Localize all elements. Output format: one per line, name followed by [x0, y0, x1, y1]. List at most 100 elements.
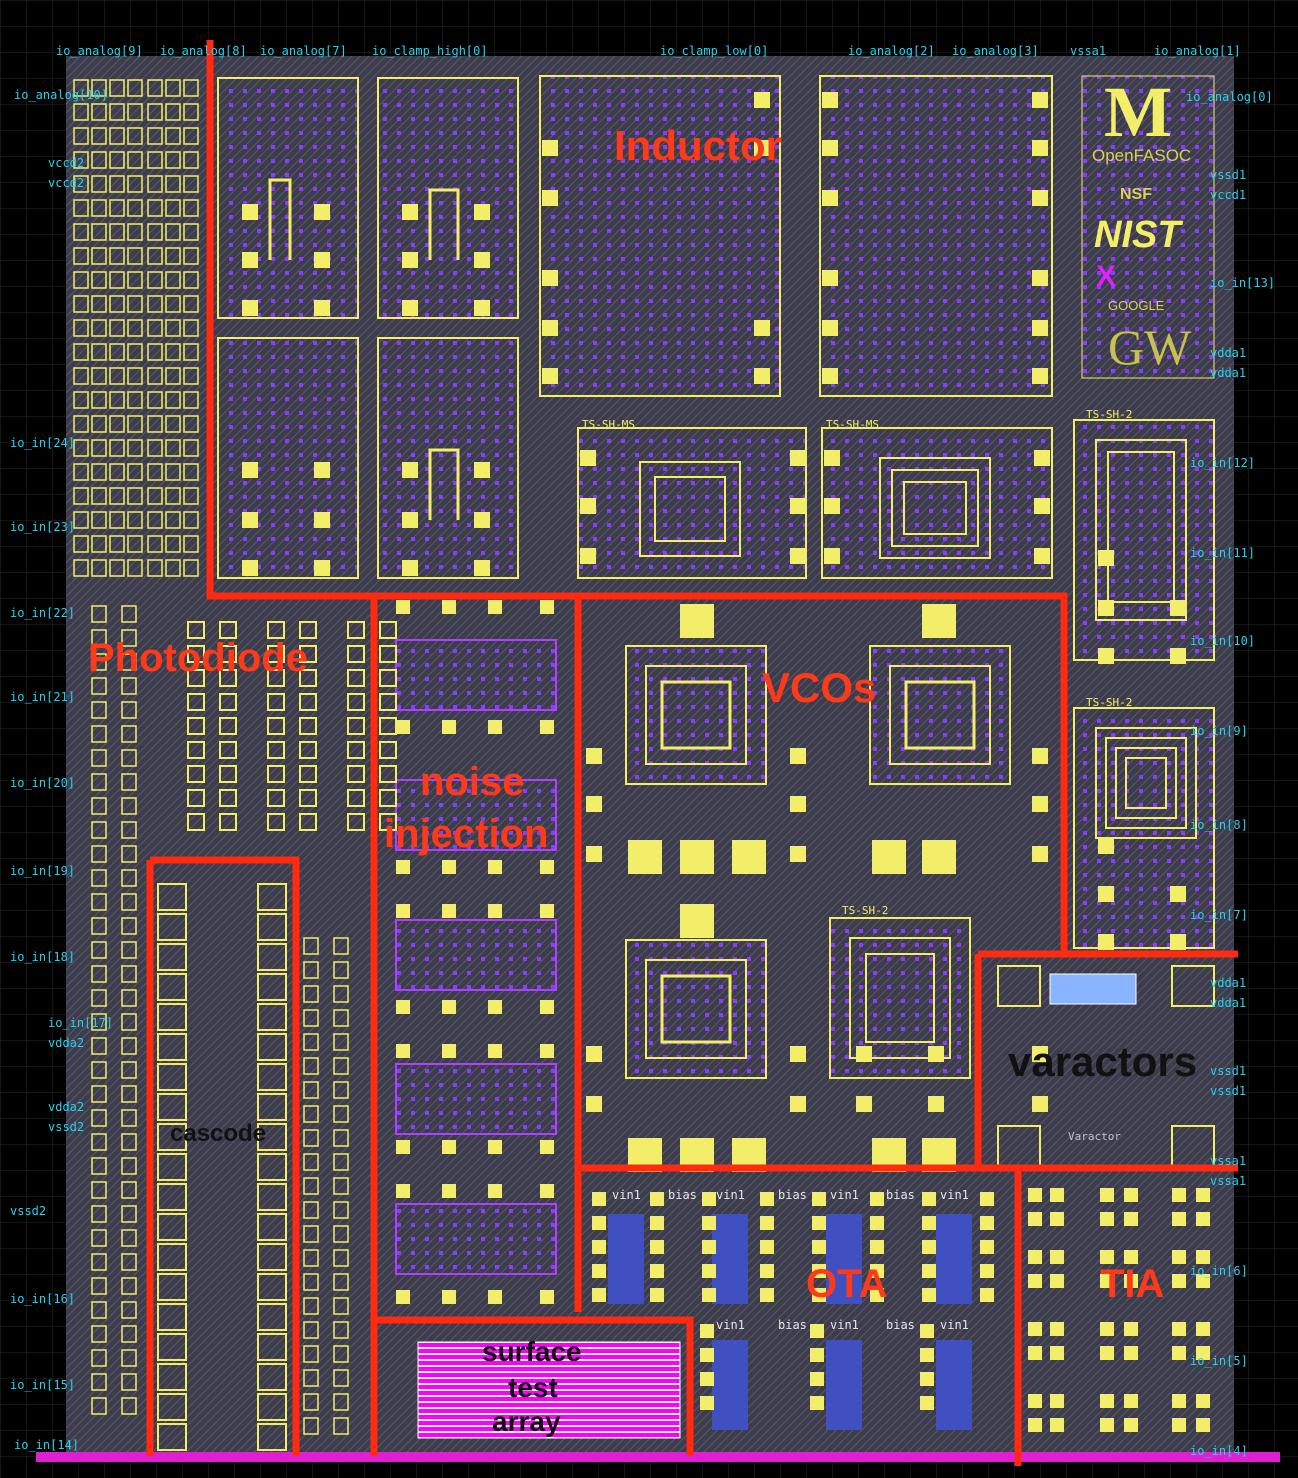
photodiode-cell [187, 621, 205, 639]
right-pin-label: io_in[6] [1190, 1264, 1248, 1278]
io-cell [109, 295, 125, 313]
openfasoc-logo: OpenFASOC [1092, 146, 1192, 165]
right-pin-label: io_in[13] [1210, 276, 1276, 290]
io-cell [303, 1129, 319, 1147]
bond-pad [1172, 1346, 1186, 1360]
bond-pad [1050, 1188, 1064, 1202]
io-cell [91, 367, 107, 385]
cascode-pad [257, 1093, 287, 1121]
io-cell [303, 1081, 319, 1099]
photodiode-cell [219, 789, 237, 807]
io-cell [303, 1273, 319, 1291]
bond-pad [754, 92, 770, 108]
io-cell [91, 893, 107, 911]
photodiode-cell [347, 717, 365, 735]
io-cell [91, 127, 107, 145]
bond-pad [812, 1192, 826, 1206]
bond-pad [732, 840, 766, 874]
bond-pad [650, 1240, 664, 1254]
photodiode-cell [379, 717, 397, 735]
io-cell [333, 1009, 349, 1027]
right-pin-label: io_analog[0] [1186, 90, 1273, 104]
io-cell [121, 1205, 137, 1223]
io-cell [109, 175, 125, 193]
bond-pad [1050, 1274, 1064, 1288]
bond-pad [586, 748, 602, 764]
ota-pin-label: vin1 [830, 1318, 859, 1332]
io-cell [333, 1153, 349, 1171]
right-pin-label: vssd1 [1210, 1064, 1247, 1078]
photodiode-cell [299, 621, 317, 639]
right-pin-label: io_in[7] [1190, 908, 1248, 922]
right-pin-label: io_in[5] [1190, 1354, 1248, 1368]
right-pin-label: vccd1 [1210, 188, 1247, 202]
io-cell [333, 1033, 349, 1051]
io-cell [109, 391, 125, 409]
io-cell [91, 677, 107, 695]
io-cell [165, 559, 181, 577]
right-pin-label: vssa1 [1210, 1174, 1247, 1188]
bond-pad [1124, 1394, 1138, 1408]
io-cell [73, 295, 89, 313]
bond-pad [586, 1096, 602, 1112]
io-cell [73, 535, 89, 553]
io-cell [333, 1297, 349, 1315]
io-cell [91, 295, 107, 313]
bond-pad [474, 560, 490, 576]
photodiode-cell [347, 741, 365, 759]
photodiode-cell [267, 645, 285, 663]
photodiode-cell [267, 717, 285, 735]
photodiode-cell [347, 813, 365, 831]
inductor-cell-label: TS-SH-MS [826, 418, 879, 431]
io-cell [121, 1013, 137, 1031]
io-cell [165, 175, 181, 193]
io-cell [183, 367, 199, 385]
bond-pad [396, 904, 410, 918]
io-cell [147, 103, 163, 121]
io-cell [91, 941, 107, 959]
io-cell [73, 247, 89, 265]
cascode-pad [257, 1033, 287, 1061]
bond-pad [442, 1184, 456, 1198]
io-cell [121, 1277, 137, 1295]
bond-pad [542, 368, 558, 384]
bond-pad [242, 512, 258, 528]
bond-pad [442, 860, 456, 874]
io-cell [183, 223, 199, 241]
bond-pad [402, 300, 418, 316]
io-cell [121, 965, 137, 983]
bond-pad [592, 1264, 606, 1278]
io-cell [165, 295, 181, 313]
ota-pin-label: vin1 [716, 1318, 745, 1332]
io-cell [91, 1181, 107, 1199]
bond-pad [1100, 1212, 1114, 1226]
bond-pad [474, 300, 490, 316]
io-cell [91, 103, 107, 121]
bond-pad [402, 252, 418, 268]
io-cell [73, 463, 89, 481]
io-cell [333, 961, 349, 979]
bond-pad [980, 1288, 994, 1302]
photodiode-cell [299, 717, 317, 735]
io-cell [333, 1321, 349, 1339]
io-cell [127, 175, 143, 193]
bond-pad [488, 1184, 502, 1198]
io-cell [303, 1225, 319, 1243]
bond-pad [1196, 1274, 1210, 1288]
io-cell [147, 391, 163, 409]
io-cell [91, 559, 107, 577]
io-cell [127, 199, 143, 217]
bond-pad [488, 1290, 502, 1304]
bond-pad [488, 720, 502, 734]
bond-pad [1172, 1188, 1186, 1202]
cascode-pad [257, 1243, 287, 1271]
bond-pad [1050, 1346, 1064, 1360]
io-cell [91, 1061, 107, 1079]
photodiode-cell [379, 813, 397, 831]
bond-pad [442, 720, 456, 734]
photodiode-cell [187, 693, 205, 711]
bond-pad [314, 204, 330, 220]
io-cell [303, 1009, 319, 1027]
io-cell [109, 247, 125, 265]
bond-pad [540, 904, 554, 918]
